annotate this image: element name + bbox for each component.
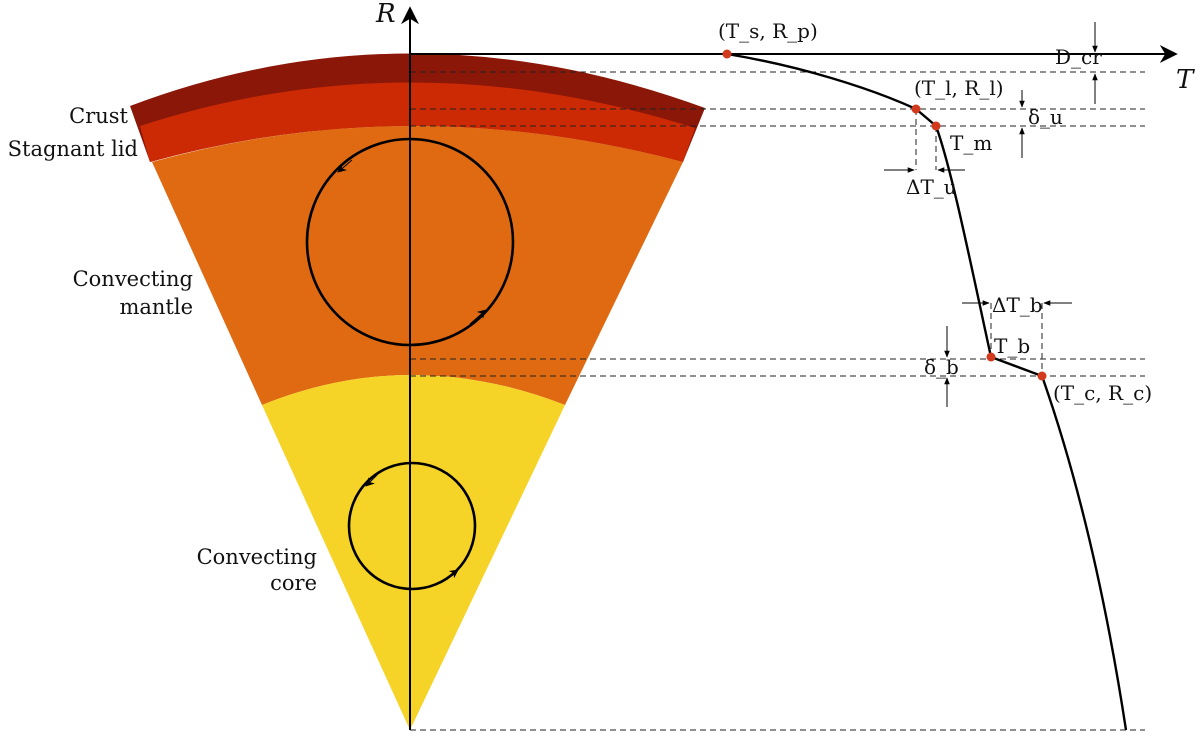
core-convection-cell [347, 461, 477, 591]
mantle-cell-arrow-lower [469, 309, 487, 325]
reference-lines [410, 71, 1145, 731]
core-label-line2: core [270, 571, 317, 595]
mantle-label-line1: Convecting [73, 267, 193, 291]
upper-bl-label: δ_u [1028, 105, 1063, 129]
stagnant-lid-layer [140, 82, 695, 162]
r-axis-label: R [375, 0, 396, 29]
mantle-label-line2: mantle [119, 295, 193, 319]
core-label-line1: Convecting [197, 545, 317, 569]
mantle-temp-point [931, 121, 941, 131]
t-axis-label: T [1176, 65, 1195, 95]
surface-point [722, 49, 732, 59]
mantle-temp-label: T_m [950, 131, 992, 155]
core-cell-arrow-upper [365, 473, 379, 487]
stagnant-lid-label: Stagnant lid [8, 137, 138, 161]
core-cell-arrow-lower [443, 569, 459, 581]
crust-label: Crust [69, 104, 128, 128]
cmb-point-label: (T_c, R_c) [1053, 381, 1152, 405]
profile-markers [722, 49, 1047, 381]
lid-base-point-label: (T_l, R_l) [914, 76, 1004, 100]
lower-dt-label: ΔT_b [992, 293, 1043, 317]
lower-bl-thickness-label: δ_b [924, 355, 959, 379]
planet-wedge [130, 53, 705, 730]
mantle-layer [152, 126, 683, 405]
cmb-point [1037, 371, 1047, 381]
surface-point-label: (T_s, R_p) [718, 19, 818, 43]
lower-bl-label: T_b [994, 334, 1030, 358]
upper-dt-label: ΔT_u [906, 175, 957, 199]
dimension-arrows [884, 22, 1098, 407]
mantle-cell-arrow-upper [337, 159, 353, 173]
temperature-profile [726, 52, 1128, 731]
lower-bl-point [986, 352, 996, 362]
core-layer [262, 375, 565, 730]
crust-thickness-label: D_cr [1055, 45, 1102, 69]
lid-base-point [911, 104, 921, 114]
